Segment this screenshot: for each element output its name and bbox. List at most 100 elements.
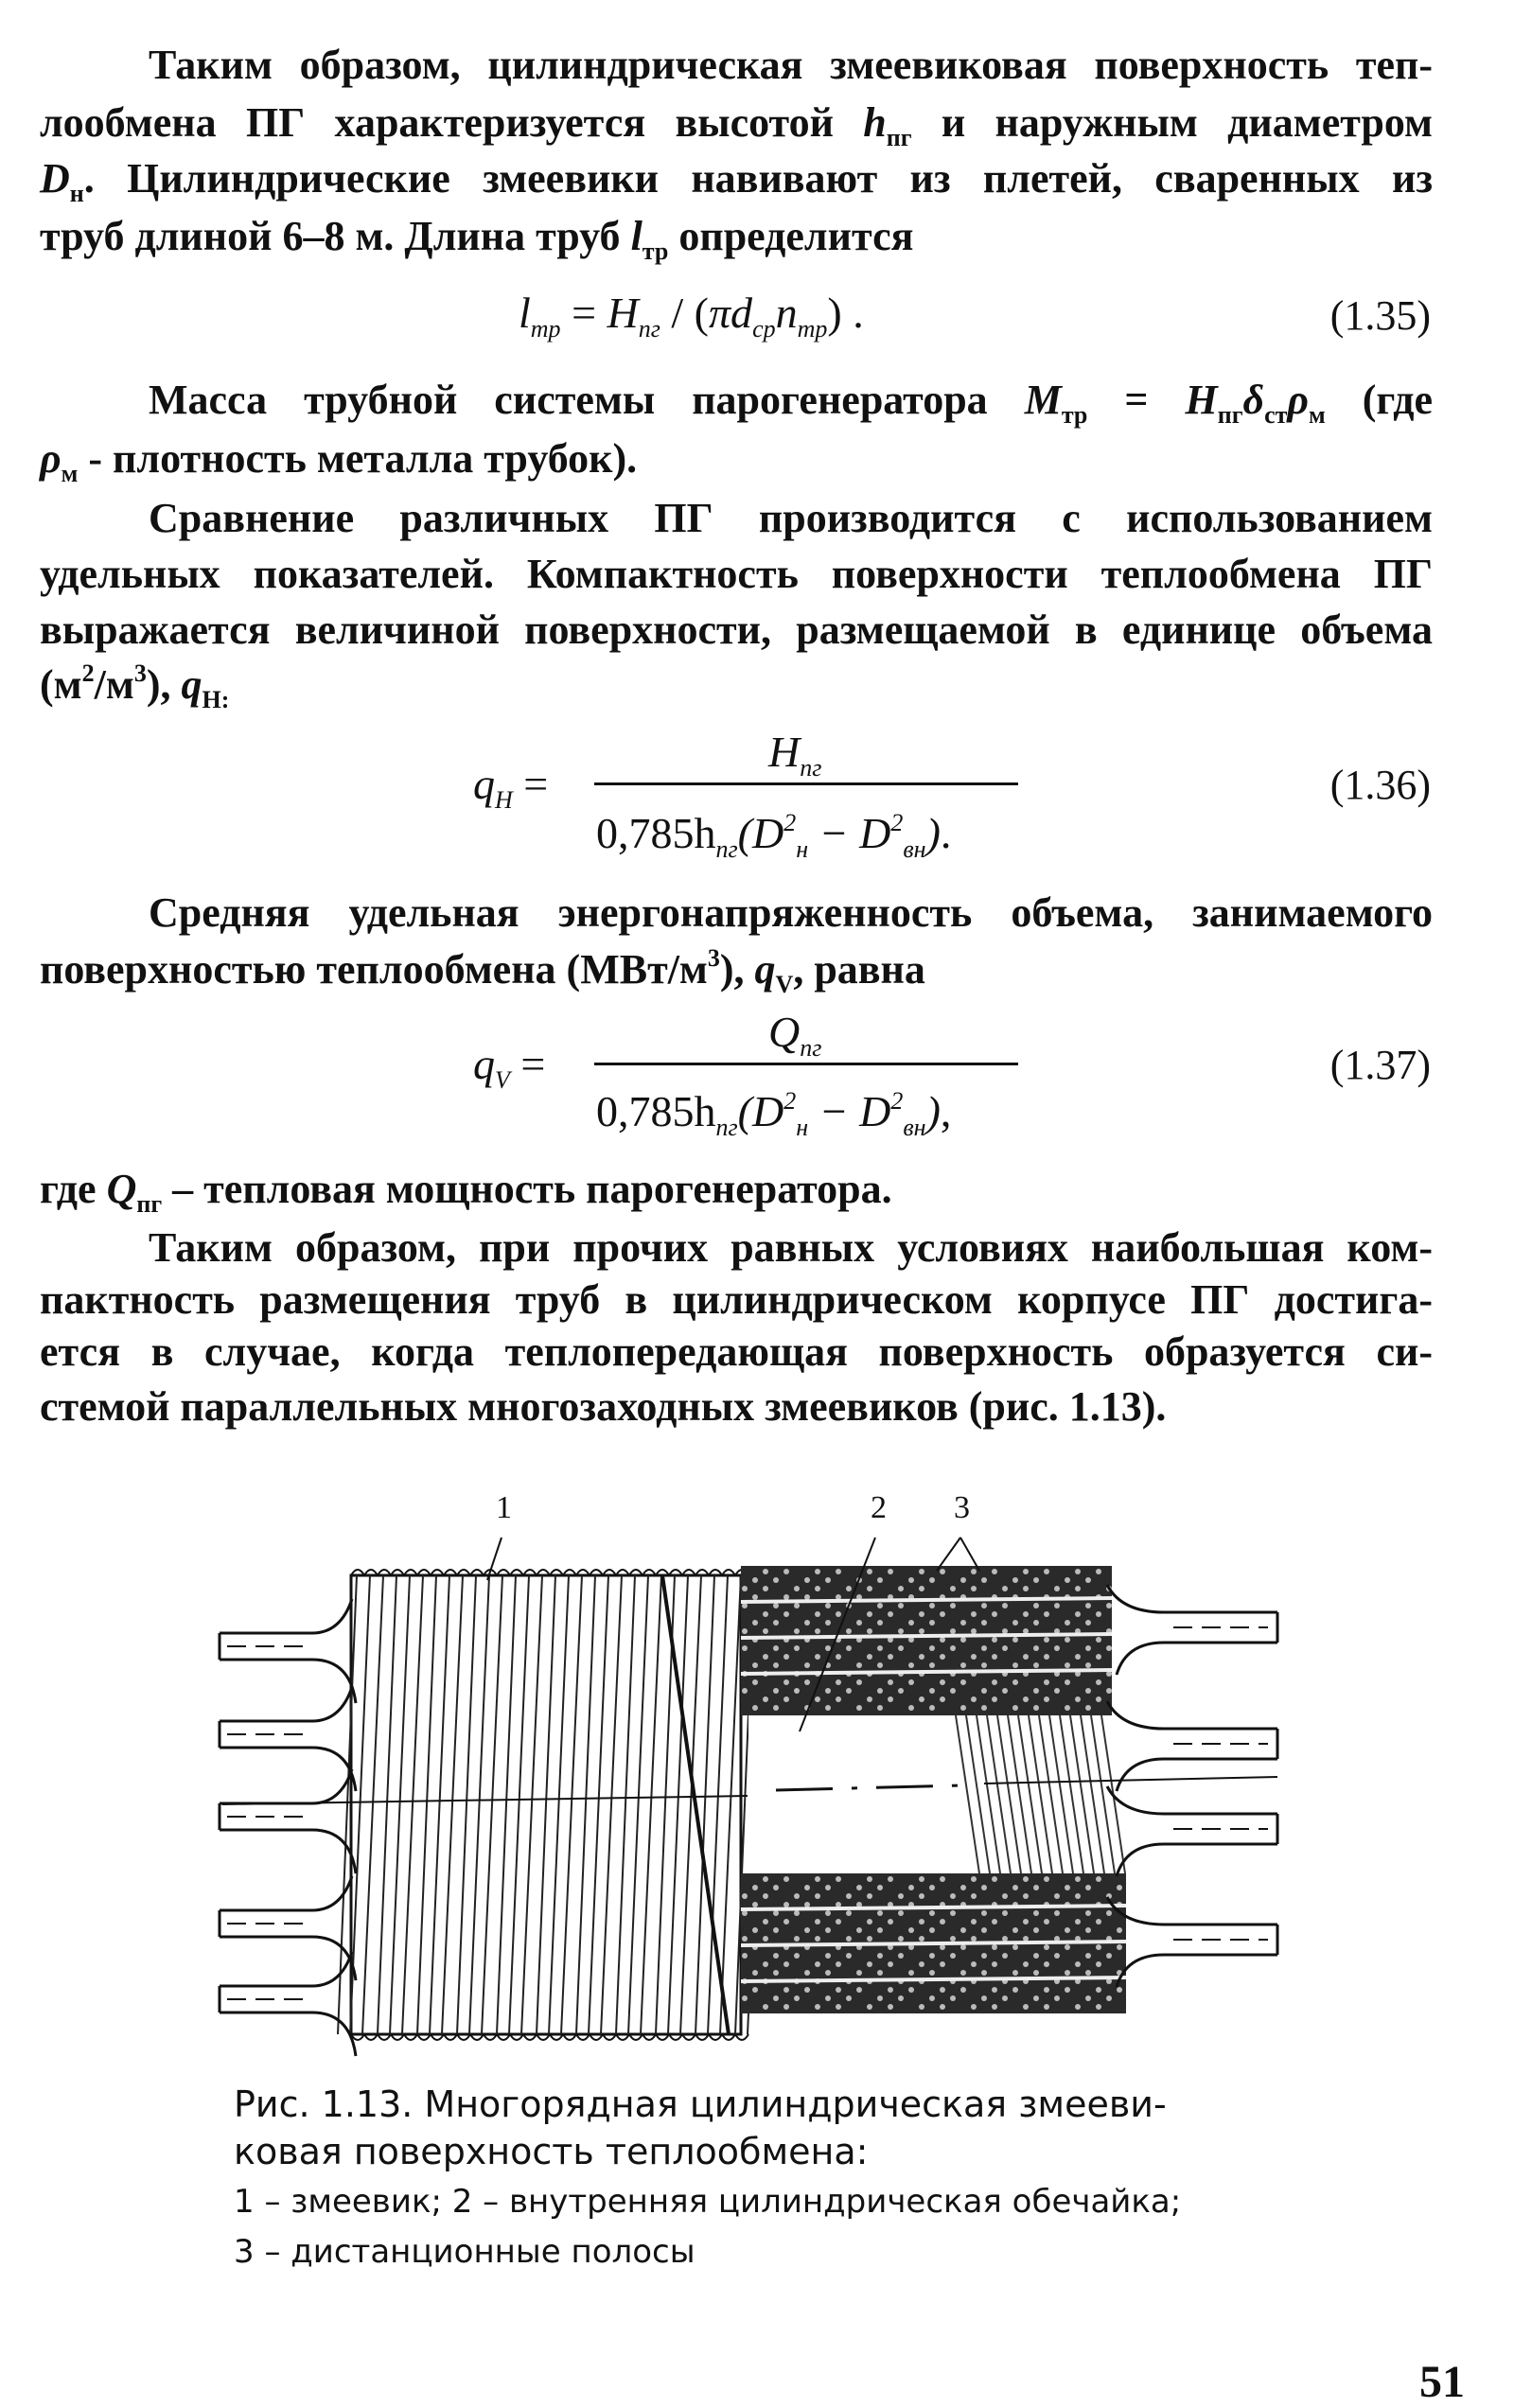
eq-term: 0,785h [596,809,716,857]
texture-dot [867,1569,872,1574]
texture-dot [836,1679,841,1685]
eq-term: ) [925,809,941,857]
texture-dot [888,1654,893,1660]
tube [220,1951,354,1988]
texture-dot [815,1671,820,1677]
eq-subscript: тр [530,315,561,343]
texture-dot [856,1902,862,1907]
texture-dot [752,1970,758,1976]
texture-dot [919,1936,924,1942]
texture-dot [1085,1885,1091,1890]
texture-dot [919,1569,924,1574]
texture-dot [919,1611,924,1617]
texture-dot [794,1603,800,1608]
coil-winding-line [615,1574,636,2035]
texture-dot [960,1620,966,1626]
text-run: - плотность металла трубок). [78,435,638,482]
texture-dot [971,1586,977,1591]
texture-dot [1075,1671,1081,1677]
texture-dot [804,1902,810,1907]
spacer-strip [740,1668,1113,1676]
text-run: . Цилиндрические змеевики навивают из пл… [83,155,1433,202]
texture-dot [1044,1637,1049,1643]
texture-dot [1023,1876,1029,1882]
texture-dot [981,1885,987,1890]
texture-dot [856,1577,862,1583]
texture-dot [752,1577,758,1583]
tube [220,1686,354,1723]
eq-lhs: qH = [473,760,549,814]
texture-dot [877,1577,883,1583]
texture-dot [1096,1679,1101,1685]
texture-dot [1096,1696,1101,1702]
texture-dot [742,1893,748,1899]
texture-dot [1033,1662,1039,1668]
coil-crest [350,2033,365,2041]
texture-dot [940,1637,945,1643]
text-line: Таким образом, при прочих равных условия… [149,1224,1433,1271]
texture-dot [971,1936,977,1942]
texture-dot [1096,1902,1101,1907]
texture-dot [919,1671,924,1677]
coil-winding-line [986,1714,1012,1874]
texture-dot [992,1987,997,1993]
texture-dot [763,1611,768,1617]
texture-dot [752,1944,758,1950]
texture-dot [908,1927,914,1933]
texture-dot [1012,1944,1018,1950]
texture-dot [960,1637,966,1643]
coil-crest [668,1569,683,1576]
texture-dot [1054,1978,1060,1984]
texture-dot [929,1645,935,1651]
eq-numerator: Hпг [768,728,821,781]
texture-dot [981,1970,987,1976]
coil-crest [642,2033,657,2041]
texture-dot [856,1594,862,1600]
coil-winding-line [520,1574,543,2035]
texture-dot [940,1902,945,1907]
coil-crest [483,1569,498,1576]
axis-line [775,1784,961,1792]
tube [1105,1785,1277,1816]
texture-dot [856,1944,862,1950]
coil-crest [708,1569,723,1576]
texture-dot [971,1961,977,1967]
eq-term: ) [925,1087,941,1135]
coil-seam [660,1574,731,2035]
texture-dot [888,1902,893,1907]
coil-winding-line [1100,1714,1126,1874]
texture-dot [1012,1577,1018,1583]
texture-dot [950,1628,956,1634]
texture-dot [867,1654,872,1660]
texture-dot [1075,2004,1081,2010]
texture-dot [1012,1987,1018,1993]
texture-dot [992,1961,997,1967]
texture-dot [1106,1978,1112,1984]
texture-dot [773,1620,779,1626]
coil-crest [509,2033,524,2041]
texture-dot [950,1936,956,1942]
texture-dot [1065,1987,1070,1993]
texture-dot [950,1603,956,1608]
texture-dot [1033,1645,1039,1651]
inner-shell-window [748,1715,1003,1873]
texture-dot [1096,1944,1101,1950]
coil-crest [469,1569,484,1576]
texture-dot [752,1620,758,1626]
texture-dot [815,1628,820,1634]
texture-dot [773,1645,779,1651]
tube [1115,1757,1277,1792]
leader-line-3 [936,1537,961,1572]
coil-crest [430,1569,445,1576]
texture-dot [950,1688,956,1694]
texture-dot [971,1876,977,1882]
texture-dot [867,1696,872,1702]
coil-crest [522,1569,537,1576]
texture-dot [940,1594,945,1600]
text-run: , равна [793,946,925,993]
texture-dot [950,1893,956,1899]
subscript: пг [886,124,912,151]
eq-symbol: H [768,728,801,776]
math-symbol: D [40,155,70,202]
texture-dot [1002,1953,1008,1959]
